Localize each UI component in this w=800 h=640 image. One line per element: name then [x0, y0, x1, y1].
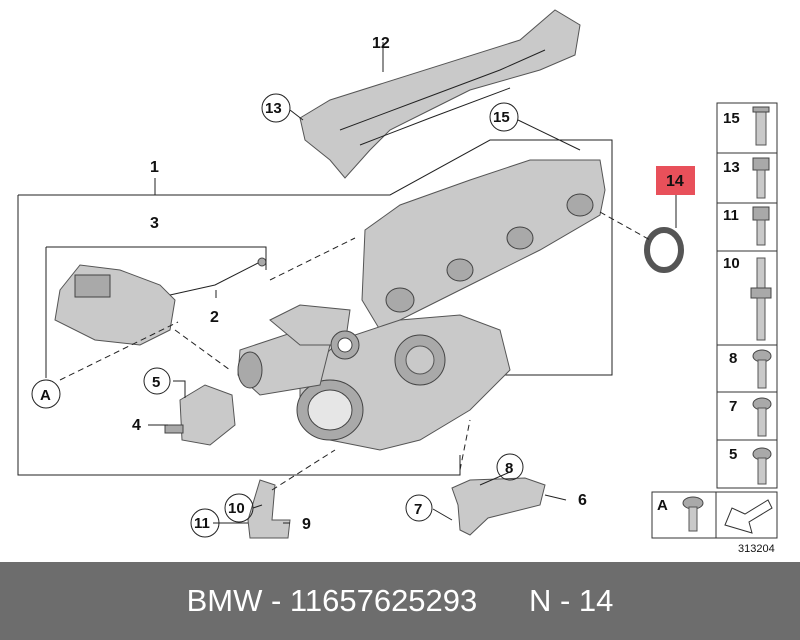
callout-13: 13 [265, 100, 282, 117]
fastener-legend: 15 13 11 10 8 7 5 A [651, 102, 778, 539]
callout-9: 9 [302, 516, 311, 533]
bracket-6 [451, 477, 546, 536]
callout-10: 10 [228, 500, 245, 517]
callout-7: 7 [414, 501, 422, 518]
callout-1: 1 [150, 159, 159, 176]
callout-A: A [40, 387, 51, 404]
callout-12: 12 [372, 35, 390, 52]
callout-5: 5 [152, 374, 160, 391]
heat-shield [299, 9, 581, 179]
footer-part-number: 11657625293 [289, 583, 478, 618]
bolt-7-icon [752, 397, 772, 437]
gasket-14 [644, 227, 684, 273]
callout-14-highlight [656, 166, 695, 195]
screw-A-icon [682, 496, 704, 532]
legend-row-13: 13 [723, 159, 740, 176]
callout-6: 6 [578, 492, 587, 509]
legend-row-8: 8 [729, 350, 737, 367]
callout-2: 2 [210, 309, 219, 326]
sensor-4 [179, 384, 236, 446]
callout-15: 15 [493, 109, 510, 126]
legend-row-7: 7 [729, 398, 737, 415]
legend-row-5: 5 [729, 446, 737, 463]
bolt-11-icon [752, 206, 770, 246]
footer-position: N - 14 [528, 583, 614, 618]
stud-10-icon [750, 257, 772, 341]
bracket-9 [247, 479, 291, 539]
callout-11: 11 [194, 515, 210, 532]
legend-A: A [657, 497, 668, 514]
sleeve-nut-icon [752, 106, 770, 146]
callout-4: 4 [132, 417, 141, 434]
drawing-number: 313204 [738, 543, 775, 555]
wastegate-actuator [54, 264, 176, 346]
bolt-5-icon [752, 447, 772, 485]
footer-brand: BMW [186, 583, 263, 618]
bolt-8-icon [752, 349, 772, 389]
assembly-outline [17, 139, 613, 476]
callout-14: 14 [666, 173, 684, 190]
stud-bolt-icon [752, 157, 770, 199]
callout-3: 3 [150, 215, 159, 232]
exploded-parts-diagram: 1 3 2 12 4 6 9 13 15 5 A 8 7 10 11 14 15… [17, 9, 778, 555]
legend-row-11: 11 [723, 207, 739, 224]
callout-8: 8 [505, 460, 513, 477]
legend-row-10: 10 [723, 255, 740, 272]
legend-row-15: 15 [723, 110, 740, 127]
footer-bar: BMW - 11657625293 N - 14 [0, 562, 800, 640]
arrow-icon [724, 499, 773, 534]
